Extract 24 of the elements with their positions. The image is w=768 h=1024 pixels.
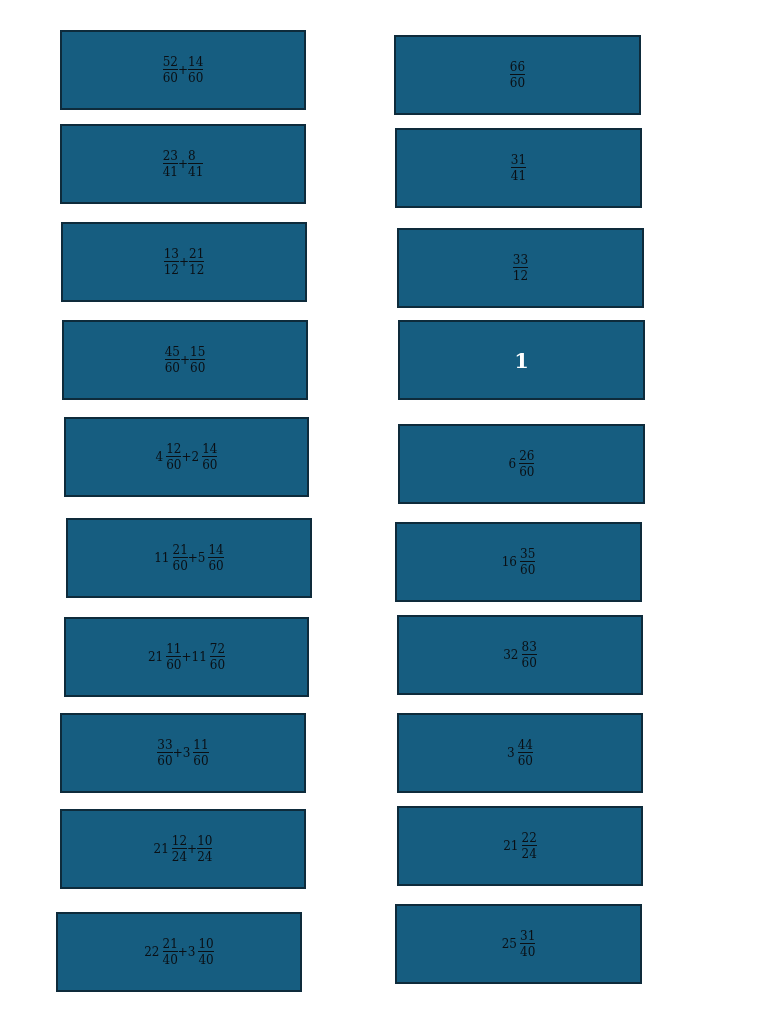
expression-card: [60, 713, 306, 793]
expression-card: [66, 518, 312, 598]
expression-card: [60, 809, 306, 889]
expression-card: [398, 424, 645, 504]
expression-card: [395, 522, 642, 602]
expression-card: [56, 912, 302, 992]
expression-card: [61, 222, 307, 302]
expression-card: [397, 713, 643, 793]
expression-card: [62, 320, 308, 400]
expression-card: [394, 35, 641, 115]
expression-card: [64, 417, 309, 497]
expression-card: [398, 320, 645, 400]
expression-card: [60, 124, 306, 204]
expression-card: [397, 228, 644, 308]
expression-card: [395, 128, 642, 208]
expression-card: [64, 617, 309, 697]
expression-card: [397, 806, 643, 886]
math-expression: 66 60: [509, 61, 526, 89]
expression-card: [397, 615, 643, 695]
expression-card: [60, 30, 306, 110]
expression-card: [395, 904, 642, 984]
math-expression: 33 12: [512, 254, 529, 282]
math-expression: 31 41: [510, 154, 527, 182]
math-expression: 1: [514, 349, 529, 371]
